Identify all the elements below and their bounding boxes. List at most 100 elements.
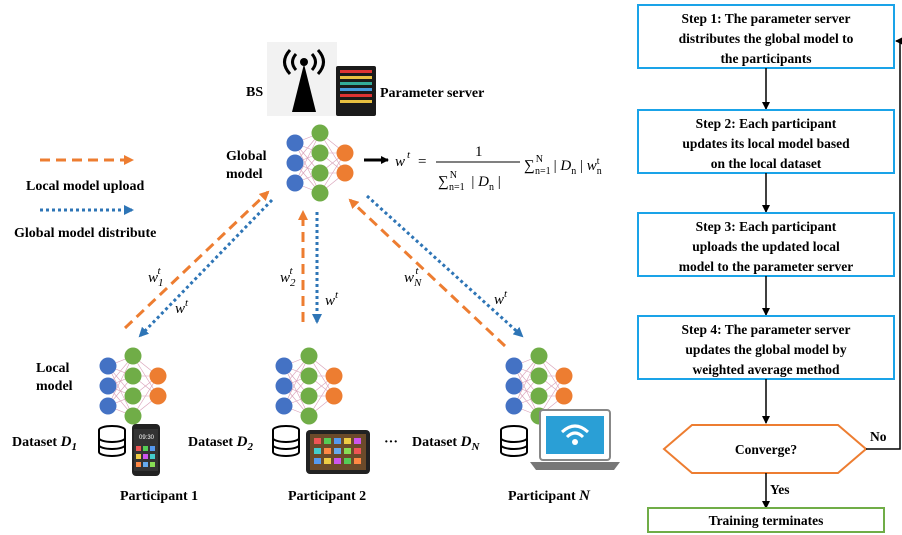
local-model-network-1 xyxy=(99,347,167,425)
participant-label-1: Participant 1 xyxy=(120,489,198,504)
phone-icon: 09:30 xyxy=(132,424,160,476)
network-node xyxy=(286,174,304,192)
flow-step-3: Step 3: Each participant uploads the upda… xyxy=(637,212,895,277)
laptop-icon xyxy=(530,409,620,470)
network-node xyxy=(124,367,142,385)
network-node xyxy=(149,367,167,385)
network-node xyxy=(311,164,329,182)
flow-step-text: updates its local model based xyxy=(682,136,850,151)
network-node xyxy=(311,144,329,162)
network-node xyxy=(149,387,167,405)
network-node xyxy=(505,377,523,395)
flow-step-text: the participants xyxy=(720,51,811,66)
formula-lhs-sup: t xyxy=(407,149,411,161)
participant-label-2: Participant 2 xyxy=(288,489,366,504)
decision-text: Converge? xyxy=(735,442,797,457)
local-model-network-2 xyxy=(275,347,343,425)
network-node xyxy=(336,144,354,162)
network-node xyxy=(530,387,548,405)
network-node xyxy=(505,357,523,375)
network-node xyxy=(99,357,117,375)
dataset-row: Dataset D1 09:30 Participant 1 Dataset D… xyxy=(12,409,620,504)
database-icon-2 xyxy=(272,425,300,457)
parameter-server-label: Parameter server xyxy=(380,86,484,101)
legend-distribute-label: Global model distribute xyxy=(14,226,156,241)
database-icon-1 xyxy=(98,425,126,457)
network-node xyxy=(124,407,142,425)
dataset-label-1: Dataset D1 xyxy=(12,434,77,453)
database-icon-n xyxy=(500,425,528,457)
upload-weight-1: w1t xyxy=(148,265,164,289)
network-node xyxy=(99,397,117,415)
communication-arrows xyxy=(123,190,524,348)
flow-step-text: Step 3: Each participant xyxy=(696,219,837,234)
yes-label: Yes xyxy=(770,482,790,497)
flow-step-2: Step 2: Each participant updates its loca… xyxy=(637,109,895,174)
network-node xyxy=(530,347,548,365)
network-node xyxy=(300,387,318,405)
global-model-network xyxy=(286,124,354,202)
global-model-label-2: model xyxy=(226,167,263,182)
flow-step-text: model to the parameter server xyxy=(679,259,853,274)
legend: Local model upload Global model distribu… xyxy=(14,155,156,241)
distribute-weight-1: wt xyxy=(175,297,189,317)
network-node xyxy=(300,407,318,425)
network-node xyxy=(336,164,354,182)
local-model-label-1: Local xyxy=(36,361,70,376)
ellipsis: ··· xyxy=(384,435,398,450)
network-node xyxy=(505,397,523,415)
network-node xyxy=(530,367,548,385)
network-node xyxy=(99,377,117,395)
svg-text:09:30: 09:30 xyxy=(139,435,155,441)
flow-step-text: Step 4: The parameter server xyxy=(682,322,851,337)
flow-step-text: uploads the updated local xyxy=(692,239,840,254)
participant-label-n: Participant N xyxy=(508,488,591,504)
dataset-label-n: Dataset DN xyxy=(412,434,480,453)
bs-label: BS xyxy=(246,85,263,100)
network-node xyxy=(555,367,573,385)
upload-weight-2: w2t xyxy=(280,265,296,289)
network-node xyxy=(286,134,304,152)
no-label: No xyxy=(870,429,887,444)
distribute-weight-n: wt xyxy=(494,288,508,308)
network-node xyxy=(275,357,293,375)
network-node xyxy=(300,367,318,385)
distribute-arrow-1 xyxy=(138,198,274,338)
terminal-text: Training terminates xyxy=(709,513,824,528)
flow-step-text: Step 1: The parameter server xyxy=(682,11,851,26)
local-model-label-2: model xyxy=(36,379,73,394)
formula-lhs: w xyxy=(395,154,405,170)
network-node xyxy=(311,184,329,202)
network-node xyxy=(124,387,142,405)
legend-upload-label: Local model upload xyxy=(26,179,144,194)
network-node xyxy=(300,347,318,365)
network-node xyxy=(275,397,293,415)
tablet-icon xyxy=(306,430,370,474)
network-node xyxy=(124,347,142,365)
upload-arrow-n xyxy=(348,198,507,348)
network-node xyxy=(555,387,573,405)
formula-equals: = xyxy=(418,154,426,170)
dataset-label-2: Dataset D2 xyxy=(188,434,253,453)
flow-step-text: distributes the global model to xyxy=(679,31,854,46)
upload-weight-n: wNt xyxy=(404,265,422,289)
flow-step-1: Step 1: The parameter server distributes … xyxy=(637,4,895,69)
network-node xyxy=(286,154,304,172)
flow-step-text: Step 2: Each participant xyxy=(696,116,837,131)
flowchart: Step 1: The parameter server distributes … xyxy=(637,4,902,533)
flow-step-text: on the local dataset xyxy=(711,156,822,171)
global-model-label-1: Global xyxy=(226,149,267,164)
distribute-weight-2: wt xyxy=(325,289,339,309)
decision-converge: Converge? xyxy=(662,424,868,474)
server-icon xyxy=(336,66,376,116)
network-node xyxy=(325,367,343,385)
base-station-icon xyxy=(267,42,337,116)
network-node xyxy=(275,377,293,395)
formula-numerator: 1 xyxy=(475,144,483,160)
